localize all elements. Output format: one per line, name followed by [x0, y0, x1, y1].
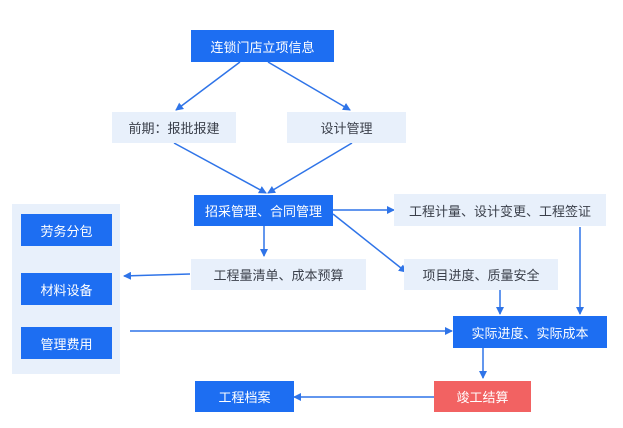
- arrow-store-to-preapproval: [175, 61, 241, 111]
- node-tender-contract: 招采管理、合同管理: [194, 195, 333, 226]
- node-store-info: 连锁门店立项信息: [191, 30, 334, 62]
- arrow-store-to-design: [267, 61, 351, 111]
- node-design-mgmt: 设计管理: [287, 112, 406, 143]
- node-labor: 劳务分包: [21, 214, 112, 246]
- node-mgmt-fee: 管理费用: [21, 327, 112, 359]
- arrow-tender-to-progress: [332, 213, 407, 273]
- node-measure-change: 工程计量、设计变更、工程签证: [394, 194, 606, 226]
- node-pre-approval: 前期：报批报建: [112, 112, 236, 143]
- node-bill-budget: 工程量清单、成本预算: [191, 259, 366, 290]
- arrow-design-to-tender: [267, 142, 353, 194]
- node-actual-cost: 实际进度、实际成本: [453, 316, 607, 348]
- node-progress-quality: 项目进度、质量安全: [404, 259, 558, 290]
- arrow-bill-to-group: [123, 271, 191, 280]
- node-materials: 材料设备: [21, 273, 112, 305]
- node-settlement: 竣工结算: [434, 381, 531, 412]
- arrow-preapproval-to-tender: [173, 142, 267, 194]
- node-archive: 工程档案: [195, 381, 294, 412]
